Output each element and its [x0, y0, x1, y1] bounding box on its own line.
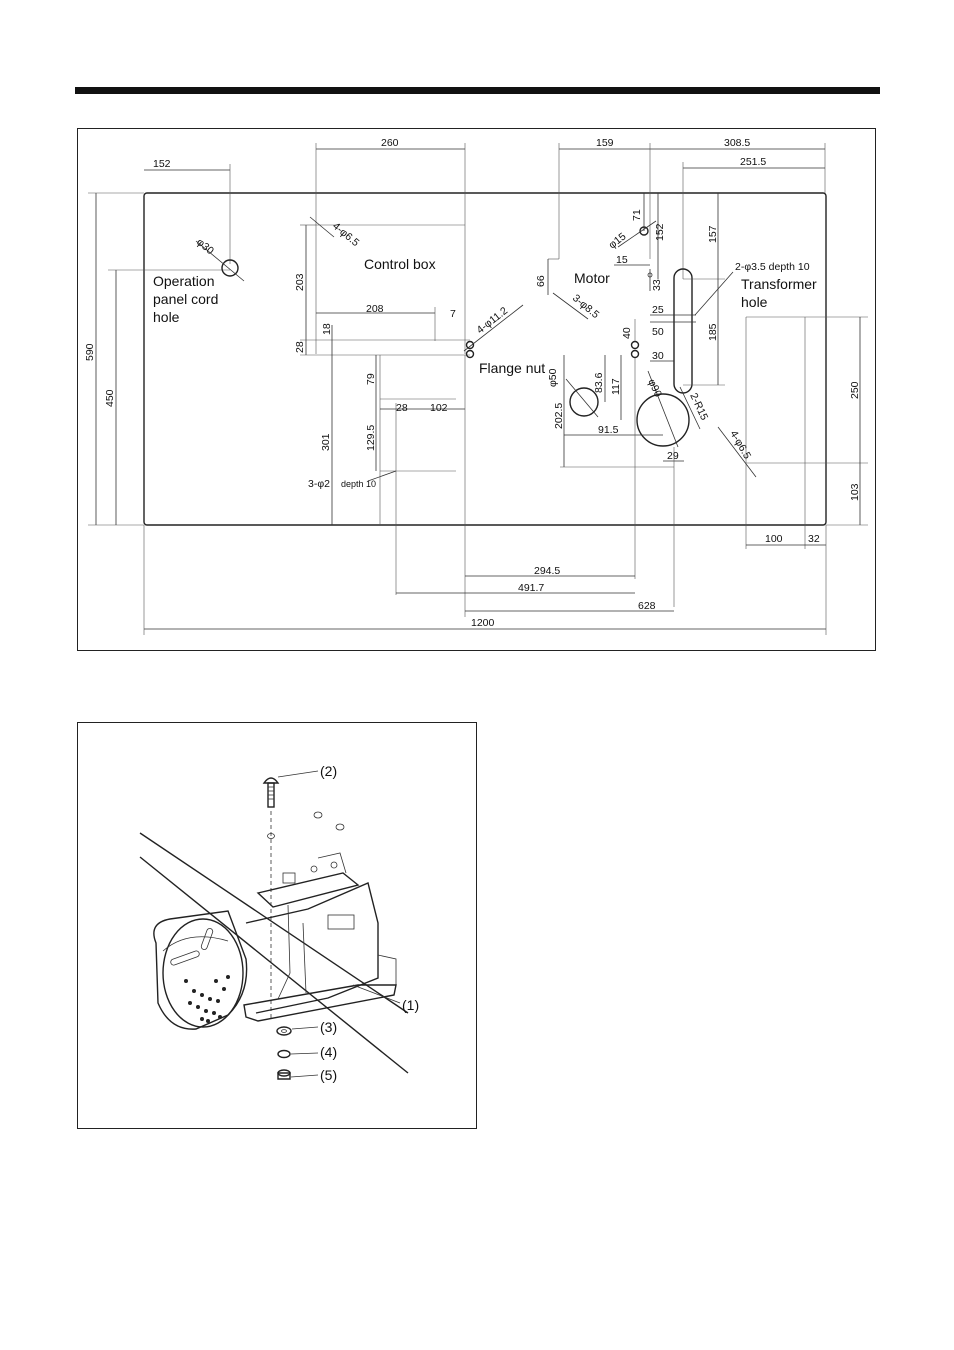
dim-71: 71 [631, 209, 643, 221]
dim-32: 32 [808, 533, 820, 545]
callout-3-d2-depth: depth 10 [341, 479, 376, 489]
dim-28b: 28 [396, 402, 408, 414]
dim-15: 15 [616, 254, 628, 266]
callout-4-d6-5: 4-φ6.5 [330, 220, 361, 249]
label-operation-line3: hole [153, 309, 180, 325]
callout-2-d3-5: 2-φ3.5 depth 10 [735, 261, 810, 273]
left-dimensions [88, 192, 470, 526]
part-label-5: (5) [320, 1067, 337, 1083]
label-operation-line2: panel cord [153, 291, 218, 307]
motor-install-drawing: (2) (1) (3) (4) (5) [139, 763, 419, 1083]
dim-102: 102 [430, 402, 448, 414]
label-control-box: Control box [364, 256, 436, 272]
flange-hole-1 [465, 340, 475, 350]
dim-25: 25 [652, 304, 664, 316]
dim-491-7: 491.7 [518, 582, 544, 594]
label-operation-line1: Operation [153, 273, 214, 289]
callout-2-r15: 2-R15 [687, 391, 710, 422]
hole-d50 [569, 387, 599, 417]
dim-83-6: 83.6 [593, 372, 605, 393]
dim-28: 28 [294, 341, 306, 353]
dim-18: 18 [321, 323, 333, 335]
flange-hole-4 [630, 349, 640, 359]
table-plan-drawing: 152 260 159 308.5 251.5 590 450 203 28 1… [84, 137, 868, 635]
operation-panel-hole [221, 259, 239, 277]
table-edge-bottom [139, 856, 409, 1074]
tabletop-outline [143, 192, 827, 526]
table-plan-frame: 152 260 159 308.5 251.5 590 450 203 28 1… [77, 128, 876, 651]
dim-301: 301 [320, 433, 332, 451]
dim-117: 117 [610, 378, 622, 395]
dim-308-5: 308.5 [724, 137, 750, 149]
dim-103: 103 [849, 483, 861, 501]
bottom-dimensions [143, 355, 827, 635]
flange-hole-3 [630, 340, 640, 350]
label-flange-nut: Flange nut [479, 360, 545, 376]
part-label-1: (1) [402, 997, 419, 1013]
dim-100: 100 [765, 533, 783, 545]
dim-250: 250 [849, 381, 861, 399]
label-motor: Motor [574, 270, 610, 286]
dim-450: 450 [104, 389, 116, 407]
callout-d50: φ50 [547, 368, 559, 387]
dim-30: 30 [652, 350, 664, 362]
flange-hole-2 [465, 349, 475, 359]
washer-spring [277, 1049, 291, 1059]
dim-294-5: 294.5 [534, 565, 560, 577]
dim-203: 203 [294, 273, 306, 291]
dim-260: 260 [381, 137, 399, 149]
dim-129-5: 129.5 [365, 425, 377, 451]
dim-50: 50 [652, 326, 664, 338]
dim-40: 40 [621, 327, 633, 339]
callout-d90: φ90 [645, 377, 664, 399]
dim-159: 159 [596, 137, 614, 149]
washer-flat [276, 1026, 292, 1036]
dim-91-5: 91.5 [598, 424, 619, 436]
motor-install-frame: (2) (1) (3) (4) (5) [77, 722, 477, 1129]
nut [277, 1072, 291, 1080]
callout-d15: φ15 [606, 230, 628, 251]
dim-251-5: 251.5 [740, 156, 766, 168]
dim-152b: 152 [654, 223, 666, 241]
vent-holes [184, 975, 230, 1023]
hole-d90 [636, 393, 690, 447]
motor-unit [153, 852, 397, 1030]
part-label-3: (3) [320, 1019, 337, 1035]
dim-208: 208 [366, 303, 384, 315]
top-dimensions [144, 143, 826, 354]
label-transformer-line1: Transformer [741, 276, 817, 292]
part-label-4: (4) [320, 1044, 337, 1060]
callout-4-d11-2: 4-φ11.2 [474, 305, 510, 337]
dim-152: 152 [153, 158, 171, 170]
dim-590: 590 [84, 343, 96, 361]
dim-66: 66 [535, 275, 547, 287]
dim-33: 33 [651, 279, 663, 291]
dim-29: 29 [667, 450, 679, 462]
dim-79: 79 [365, 373, 377, 385]
dim-1200: 1200 [471, 617, 495, 629]
label-transformer-line2: hole [741, 294, 768, 310]
dim-628: 628 [638, 600, 656, 612]
callout-3-d8-5: 3-φ8.5 [570, 292, 601, 321]
transformer-slot [673, 268, 693, 394]
callout-d30: φ30 [194, 236, 216, 257]
part-label-2: (2) [320, 763, 337, 779]
callout-3-d2: 3-φ2 [308, 478, 330, 490]
header-rule [75, 87, 880, 94]
dim-185: 185 [707, 323, 719, 341]
dim-202-5: 202.5 [553, 403, 565, 429]
dim-157: 157 [707, 225, 719, 243]
table-edge-top [139, 832, 409, 1014]
bolt [262, 777, 280, 1019]
dim-7: 7 [450, 308, 456, 320]
